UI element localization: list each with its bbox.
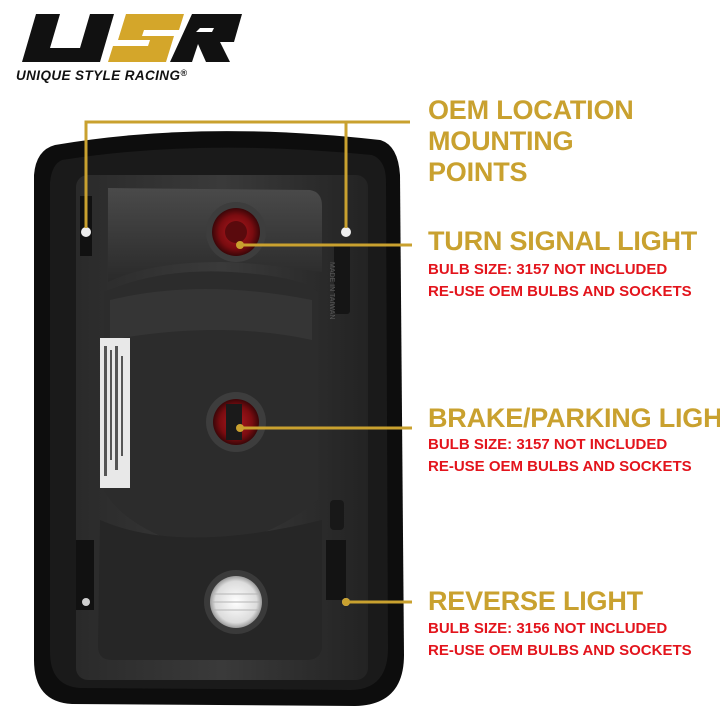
usr-logo-mark — [22, 14, 242, 62]
callout-lines — [84, 120, 412, 604]
callout-turn-reuse: RE-USE OEM BULBS AND SOCKETS — [428, 283, 692, 300]
callout-reverse-title: REVERSE LIGHT — [428, 586, 643, 616]
callout-reverse-bulb: BULB SIZE: 3156 NOT INCLUDED — [428, 620, 668, 637]
reverse-light-socket — [204, 570, 268, 634]
callout-line-mounting-left — [84, 120, 410, 228]
callout-brake-reuse: RE-USE OEM BULBS AND SOCKETS — [428, 458, 692, 475]
mounting-point-right — [341, 227, 351, 237]
callout-reverse-reuse: RE-USE OEM BULBS AND SOCKETS — [428, 642, 692, 659]
mounting-point-lower-left — [82, 598, 90, 606]
callout-turn-bulb: BULB SIZE: 3157 NOT INCLUDED — [428, 261, 668, 278]
callout-brake-title: BRAKE/PARKING LIGHT — [428, 403, 720, 433]
turn-signal-socket — [206, 202, 266, 262]
brand-tagline: UNIQUE STYLE RACING® — [16, 68, 188, 83]
callout-dots — [236, 241, 350, 606]
brand-logo: UNIQUE STYLE RACING® — [14, 10, 244, 83]
callout-turn-title: TURN SIGNAL LIGHT — [428, 226, 698, 256]
callout-mounting-title: OEM LOCATION MOUNTING POINTS — [428, 95, 634, 187]
mounting-point-left — [81, 227, 91, 237]
brake-light-socket — [206, 392, 266, 452]
callout-brake-bulb: BULB SIZE: 3157 NOT INCLUDED — [428, 436, 668, 453]
housing-marking: MADE IN TAIWAN — [328, 262, 335, 320]
